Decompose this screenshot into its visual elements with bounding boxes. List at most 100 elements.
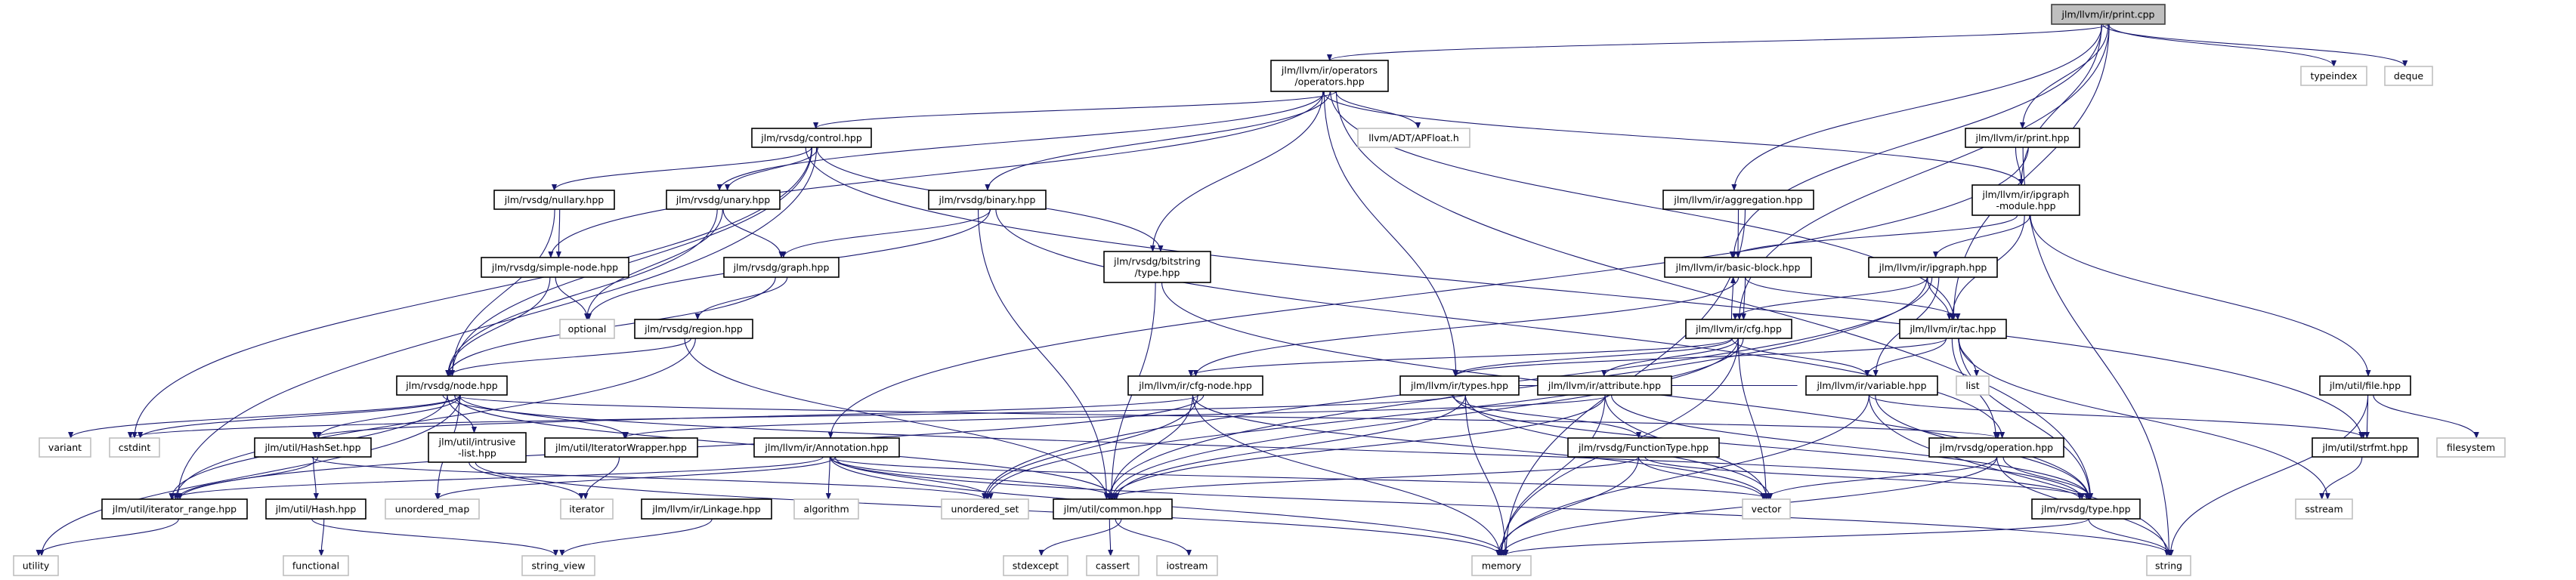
node-string-view: string_view <box>521 555 595 576</box>
node-label: jlm/llvm/ir/variable.hpp <box>1816 380 1926 391</box>
node-annotation[interactable]: jlm/llvm/ir/Annotation.hpp <box>753 437 900 458</box>
node-box <box>2319 375 2411 396</box>
edge-control-to-strfmt <box>805 147 2364 439</box>
node-label: string <box>2155 560 2182 572</box>
node-operation[interactable]: jlm/rvsdg/operation.hpp <box>1928 437 2064 458</box>
node-label: jlm/llvm/ir/Annotation.hpp <box>764 442 888 453</box>
edge-cfg-to-common <box>1109 338 1739 500</box>
node-label: jlm/llvm/ir/cfg-node.hpp <box>1138 380 1252 391</box>
edge-unary-to-optional <box>584 208 723 320</box>
node-algorithm: algorithm <box>793 498 859 520</box>
node-label: jlm/llvm/ir/operators <box>1281 65 1378 76</box>
node-linkage[interactable]: jlm/llvm/ir/Linkage.hpp <box>641 498 772 520</box>
node-box <box>396 375 508 396</box>
edge-operators-to-tac <box>1330 91 1956 320</box>
node-box <box>1053 498 1173 520</box>
node-aggregation[interactable]: jlm/llvm/ir/aggregation.hpp <box>1662 190 1814 210</box>
node-strfmt[interactable]: jlm/util/strfmt.hpp <box>2312 437 2419 458</box>
node-label: deque <box>2394 70 2423 82</box>
edge-region-to-iterator_range <box>173 338 696 500</box>
edge-operators-to-unary <box>716 91 1325 191</box>
node-common[interactable]: jlm/util/common.hpp <box>1053 498 1173 520</box>
node-variable[interactable]: jlm/llvm/ir/variable.hpp <box>1805 375 1938 396</box>
edge-ipgraph_module-to-file <box>2030 214 2371 377</box>
node-box <box>2312 437 2419 458</box>
node-box <box>2384 66 2433 86</box>
node-box <box>1971 184 2080 216</box>
node-box <box>2436 437 2506 458</box>
node-box <box>1685 319 1792 339</box>
node-iterator-range[interactable]: jlm/util/iterator_range.hpp <box>101 498 248 520</box>
node-label: list <box>1965 380 1979 391</box>
node-label: jlm/rvsdg/region.hpp <box>644 323 743 335</box>
node-operators[interactable]: jlm/llvm/ir/operators/operators.hpp <box>1270 60 1389 92</box>
node-ipgraph-module[interactable]: jlm/llvm/ir/ipgraph-module.hpp <box>1971 184 2080 216</box>
node-basic-block[interactable]: jlm/llvm/ir/basic-block.hpp <box>1664 257 1812 278</box>
node-tac[interactable]: jlm/llvm/ir/tac.hpp <box>1899 319 2007 339</box>
node-label: utility <box>23 560 50 572</box>
node-label: unordered_map <box>395 504 470 515</box>
node-iterator-wrapper[interactable]: jlm/util/IteratorWrapper.hpp <box>544 437 698 458</box>
edge-types-to-memory <box>1464 394 1508 557</box>
edge-unary-to-graph <box>722 208 784 258</box>
node-region[interactable]: jlm/rvsdg/region.hpp <box>634 319 753 339</box>
node-box <box>521 555 595 576</box>
edge-common-to-cassert <box>1108 518 1114 557</box>
node-box <box>1928 437 2064 458</box>
node-label: jlm/llvm/ir/attribute.hpp <box>1548 380 1661 391</box>
node-function-type[interactable]: jlm/rvsdg/FunctionType.hpp <box>1567 437 1720 458</box>
node-box <box>1965 128 2080 148</box>
node-box <box>283 555 349 576</box>
node-box <box>13 555 59 576</box>
edge-control-to-node <box>449 147 813 377</box>
node-label: jlm/llvm/ir/tac.hpp <box>1909 323 1996 335</box>
node-bitstring-type[interactable]: jlm/rvsdg/bitstring/type.hpp <box>1103 251 1211 283</box>
edge-type-to-memory <box>1501 518 2089 557</box>
node-box <box>1664 257 1812 278</box>
edge-print_cpp-to-print_hpp <box>2019 23 2109 129</box>
edge-cfg-to-attribute <box>1601 338 1739 377</box>
edge-operators-to-binary <box>985 91 1331 191</box>
node-hashset[interactable]: jlm/util/HashSet.hpp <box>254 437 372 458</box>
node-print-cpp[interactable]: jlm/llvm/ir/print.cpp <box>2051 4 2166 25</box>
node-node[interactable]: jlm/rvsdg/node.hpp <box>396 375 508 396</box>
node-type[interactable]: jlm/rvsdg/type.hpp <box>2031 498 2141 520</box>
edge-ipgraph-to-cfg <box>1732 276 1928 320</box>
node-label: vector <box>1752 504 1783 515</box>
node-label: jlm/llvm/ir/print.cpp <box>2061 9 2155 20</box>
node-cfg-node[interactable]: jlm/llvm/ir/cfg-node.hpp <box>1127 375 1263 396</box>
node-label: jlm/rvsdg/binary.hpp <box>939 194 1036 205</box>
node-label: iterator <box>569 504 605 515</box>
edge-iterator_wrapper-to-iterator <box>583 456 620 500</box>
edge-variable-to-memory <box>1497 394 1869 557</box>
node-control[interactable]: jlm/rvsdg/control.hpp <box>751 128 872 148</box>
node-ipgraph[interactable]: jlm/llvm/ir/ipgraph.hpp <box>1868 257 1998 278</box>
node-label: iostream <box>1167 560 1208 572</box>
node-intrusive-list[interactable]: jlm/util/intrusive-list.hpp <box>428 432 527 463</box>
node-box <box>793 498 859 520</box>
node-hash[interactable]: jlm/util/Hash.hpp <box>265 498 366 520</box>
node-simple-node[interactable]: jlm/rvsdg/simple-node.hpp <box>481 257 629 278</box>
node-binary[interactable]: jlm/rvsdg/binary.hpp <box>928 190 1047 210</box>
node-graph[interactable]: jlm/rvsdg/graph.hpp <box>723 257 840 278</box>
node-label: jlm/llvm/ir/cfg.hpp <box>1695 323 1782 335</box>
edge-operators-to-bitstring_type <box>1149 91 1324 252</box>
node-file[interactable]: jlm/util/file.hpp <box>2319 375 2411 396</box>
edge-operation-to-type <box>2002 456 2094 500</box>
node-unary[interactable]: jlm/rvsdg/unary.hpp <box>666 190 781 210</box>
edge-hash-to-string_view <box>311 518 558 557</box>
edge-tac-to-types <box>1452 338 1947 377</box>
edge-unary-to-node <box>445 208 718 377</box>
node-nullary[interactable]: jlm/rvsdg/nullary.hpp <box>493 190 615 210</box>
node-attribute[interactable]: jlm/llvm/ir/attribute.hpp <box>1537 375 1672 396</box>
node-types[interactable]: jlm/llvm/ir/types.hpp <box>1399 375 1520 396</box>
node-apfloat: llvm/ADT/APFloat.h <box>1357 128 1470 148</box>
node-print-hpp[interactable]: jlm/llvm/ir/print.hpp <box>1965 128 2080 148</box>
node-cfg[interactable]: jlm/llvm/ir/cfg.hpp <box>1685 319 1792 339</box>
node-box <box>1156 555 1218 576</box>
node-label: jlm/util/Hash.hpp <box>275 504 357 515</box>
node-iterator: iterator <box>560 498 614 520</box>
node-box <box>1956 375 1990 396</box>
edge-cfg_node-to-vector <box>1192 394 1767 500</box>
node-box <box>109 437 160 458</box>
